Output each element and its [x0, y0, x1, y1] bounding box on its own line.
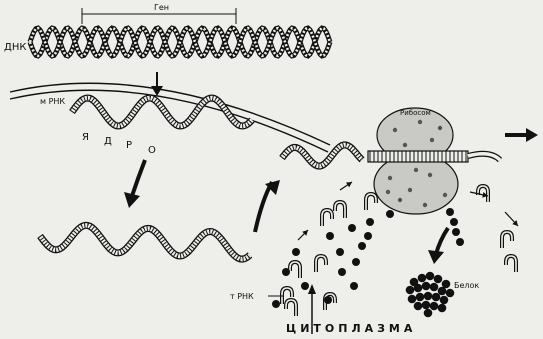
mrna-through-ribosome	[368, 151, 500, 162]
protein-label: Белок	[454, 282, 479, 290]
transcription-arrow	[151, 72, 163, 96]
ribosome-label: Рибосом	[400, 110, 431, 117]
mrna-strand-to-ribosome	[282, 145, 362, 166]
trna-label: т РНК	[230, 293, 254, 301]
mrna-strand-nucleus	[72, 98, 252, 126]
protein-globule	[406, 272, 455, 318]
cytoplasm-label: ЦИТОПЛАЗМА	[286, 323, 416, 334]
export-arrow	[124, 160, 145, 208]
gene-label: Ген	[154, 4, 169, 12]
dna-double-helix	[30, 28, 330, 56]
polypeptide-chain	[446, 208, 464, 246]
folding-arrow	[428, 228, 448, 264]
to-ribosome-arrow	[255, 180, 280, 232]
mrna-strand-cytoplasm	[40, 225, 250, 259]
dna-label: ДНК	[4, 43, 26, 53]
mrna-label: м РНК	[40, 98, 65, 106]
ribosome-direction-arrow	[505, 128, 538, 142]
